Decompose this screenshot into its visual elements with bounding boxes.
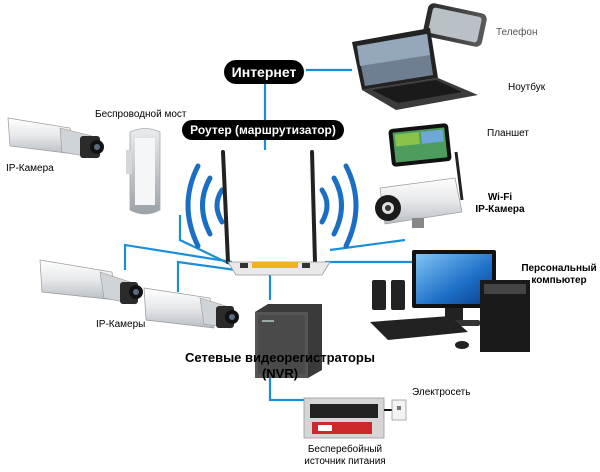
ip-camera-right	[143, 287, 239, 329]
wifi-waves-left	[185, 163, 225, 249]
router-device	[221, 150, 331, 276]
laptop-label: Ноутбук	[508, 82, 546, 93]
wireless-bridge-label: Беспроводной мост	[95, 109, 187, 120]
wifi-camera-device	[375, 151, 464, 228]
ups-label-line2: источник питания	[304, 456, 386, 467]
ip-camera-top-left	[7, 117, 104, 159]
wall-socket	[391, 399, 407, 421]
router-to-wifi-cam-line	[329, 238, 406, 252]
laptop-device	[352, 28, 478, 110]
router-to-bridge-line	[178, 215, 233, 266]
ups-device	[303, 397, 396, 439]
router-label: Роутер (маршрутизатор)	[182, 120, 344, 140]
wifi-waves-right	[319, 163, 359, 249]
nvr-device	[255, 304, 322, 378]
pc-device	[370, 250, 530, 352]
tablet-device	[388, 123, 452, 167]
ip-camera-label: IP-Камера	[6, 163, 54, 174]
pc-label-line2: компьютер	[531, 275, 587, 286]
phone-device	[423, 3, 487, 47]
ip-camera-left	[39, 259, 143, 305]
nvr-label-line2: (NVR)	[261, 366, 299, 381]
connection-lines	[123, 68, 420, 402]
nvr-label-line1: Сетевые видеорегистраторы	[185, 350, 375, 365]
wireless-bridge-device	[126, 128, 161, 215]
phone-label: Телефон	[496, 27, 538, 38]
nvr-to-ups-line	[268, 378, 305, 402]
ups-label-line1: Бесперебойный	[307, 444, 383, 455]
wifi-camera-label-line2: IP-Камера	[475, 204, 525, 215]
ip-cameras-label: IP-Камеры	[96, 319, 146, 330]
router-to-camera-left-line	[123, 243, 233, 270]
wifi-camera-label: Wi-Fi IP-Камера	[468, 192, 532, 216]
wifi-camera-label-line1: Wi-Fi	[487, 192, 513, 203]
pc-label: Персональный компьютер	[520, 263, 598, 287]
ups-label: Бесперебойный источник питания	[300, 444, 390, 468]
tablet-label: Планшет	[487, 128, 529, 139]
nvr-label: Сетевые видеорегистраторы (NVR)	[180, 350, 380, 382]
pc-label-line1: Персональный	[521, 263, 597, 274]
router-to-camera-right-line	[176, 260, 237, 292]
internet-label: Интернет	[224, 60, 304, 84]
power-grid-label: Электросеть	[412, 387, 471, 398]
